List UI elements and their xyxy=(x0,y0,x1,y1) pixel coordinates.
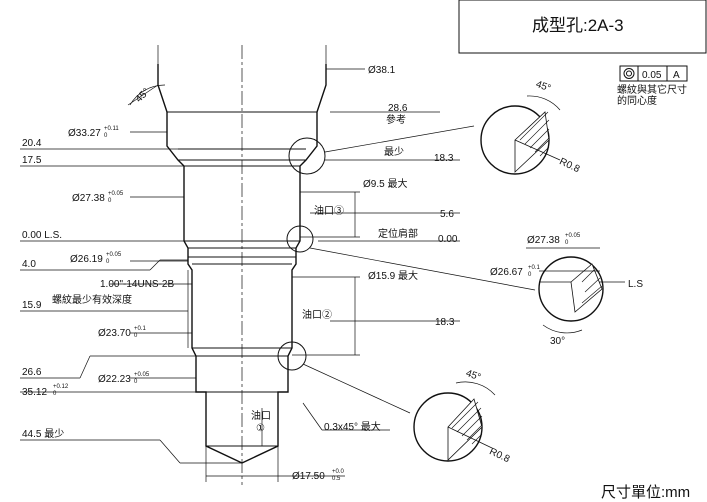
detail2-dia2: Ø26.67 xyxy=(490,267,523,278)
detail2-dia-up: +0.05 xyxy=(565,233,581,239)
dim-5-6: 5.6 xyxy=(440,209,454,220)
dia-15-9: Ø15.9 最大 xyxy=(368,269,418,282)
dia-26-19-up: +0.05 xyxy=(106,252,122,258)
dia-22-23: Ø22.23 xyxy=(98,374,131,385)
dim-15-9: 15.9 xyxy=(22,300,42,311)
detail2-ls: L.S xyxy=(628,279,643,290)
detail1-angle: 45° xyxy=(534,79,552,95)
detail3-angle: 45° xyxy=(464,368,482,384)
port-profile xyxy=(157,64,327,464)
gdt-note-line2: 的同心度 xyxy=(617,94,657,107)
dia-26-19: Ø26.19 xyxy=(70,254,103,265)
dia-23-70-lo: 0 xyxy=(134,333,138,339)
dim-18-3b: 18.3 xyxy=(435,317,455,328)
dia-22-23-up: +0.05 xyxy=(134,372,150,378)
dia-9-5: Ø9.5 最大 xyxy=(363,177,407,190)
detail-circle-3 xyxy=(277,341,307,371)
dia-26-19-lo: 0 xyxy=(106,259,110,265)
dim-0-ls: 0.00 L.S. xyxy=(22,230,62,241)
detail-1: 45° R0.8 xyxy=(480,79,582,175)
detail2-dia-lo: 0 xyxy=(565,240,569,246)
right-labels: 28.6 參考 最少 18.3 Ø9.5 最大 油口③ 5.6 定位肩部 0.0… xyxy=(251,103,458,434)
oil-port-3: 油口③ xyxy=(314,204,344,217)
dim-35-12-tol2: 0 xyxy=(53,391,57,397)
dia-33-27-up: +0.11 xyxy=(104,126,119,132)
angle-top: 45° xyxy=(134,86,152,104)
oil-port-2: 油口② xyxy=(302,308,332,321)
locating-shoulder: 定位肩部 xyxy=(378,227,418,240)
oil-port-1-num: ① xyxy=(256,423,265,434)
dim-18-3: 18.3 xyxy=(434,153,454,164)
dia-27-38: Ø27.38 xyxy=(72,193,105,204)
detail2-dia: Ø27.38 xyxy=(527,235,560,246)
dim-20-4: 20.4 xyxy=(22,138,42,149)
dim-26-6: 26.6 xyxy=(22,367,42,378)
dia-33-27: Ø33.27 xyxy=(68,128,101,139)
dia-17-50: Ø17.50 xyxy=(292,471,325,482)
detail1-radius: R0.8 xyxy=(558,156,582,175)
dia-27-38-lo: 0 xyxy=(108,198,112,204)
dia-17-50-up: +0.0 xyxy=(332,469,345,475)
dia-33-27-lo: 0 xyxy=(104,133,108,139)
dim-35-12-tol: +0.12 xyxy=(53,384,69,390)
detail2-angle: 30° xyxy=(550,336,565,347)
detail3-radius: R0.8 xyxy=(488,446,512,465)
dim-17-5: 17.5 xyxy=(22,155,42,166)
right-dimension-lines xyxy=(261,111,536,446)
dia-38-1: Ø38.1 xyxy=(368,65,396,76)
diameter-dims-vertical: Ø38.1 Ø17.50 +0.0 0.5 xyxy=(157,45,396,482)
concentricity-icon xyxy=(623,68,635,79)
dia-23-70-up: +0.1 xyxy=(134,326,147,332)
dia-17-50-lo: 0.5 xyxy=(332,476,341,482)
dim-28-6-note: 參考 xyxy=(386,113,406,126)
dia-23-70: Ø23.70 xyxy=(98,328,131,339)
left-labels: 20.4 17.5 0.00 L.S. 4.0 15.9 螺紋最少有效深度 26… xyxy=(22,86,174,440)
detail2-dia2-up: +0.1 xyxy=(528,265,541,271)
detail-2: Ø27.38 +0.05 0 Ø26.67 +0.1 0 L.S 30° xyxy=(490,233,643,347)
gdt-note-line1: 螺紋與其它尺寸 xyxy=(617,83,687,96)
drawing-title: 成型孔:2A-3 xyxy=(532,16,624,35)
dia-22-23-lo: 0 xyxy=(134,379,138,385)
detail2-dia2-lo: 0 xyxy=(528,272,532,278)
dim-28-6: 28.6 xyxy=(388,103,408,114)
dim-44-5: 44.5 最少 xyxy=(22,428,64,440)
dim-15-9-note: 螺紋最少有效深度 xyxy=(52,293,132,306)
left-dimension-lines xyxy=(20,84,242,464)
oil-port-1: 油口 xyxy=(251,409,271,422)
dia-27-38-up: +0.05 xyxy=(108,191,124,197)
dim-4-0: 4.0 xyxy=(22,259,36,270)
units-label: 尺寸單位:mm xyxy=(601,484,690,501)
dim-0-00: 0.00 xyxy=(438,234,458,245)
gdt-frame: 0.05 A 螺紋與其它尺寸 的同心度 xyxy=(617,65,688,107)
detail-circle-1 xyxy=(288,137,326,175)
detail-circle-2 xyxy=(286,225,314,253)
gdt-datum: A xyxy=(673,70,680,81)
title-block: 成型孔:2A-3 xyxy=(458,0,707,54)
gdt-tolerance: 0.05 xyxy=(642,70,662,81)
dim-18-3-min: 最少 xyxy=(384,146,404,158)
thread-spec: 1.00"-14UNS-2B xyxy=(100,279,174,290)
dim-35-12: 35.12 xyxy=(22,387,47,398)
detail-3: 45° R0.8 xyxy=(413,368,512,465)
chamfer-note: 0.3x45° 最大 xyxy=(324,420,381,433)
